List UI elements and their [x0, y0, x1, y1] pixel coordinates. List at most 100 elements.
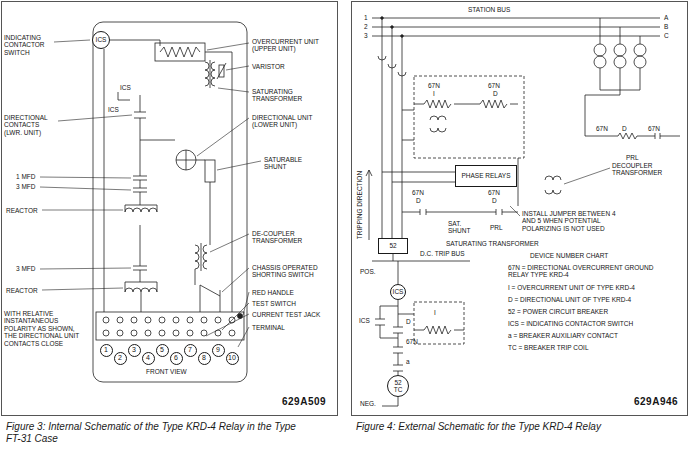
- dc-trip-circuit-part: [414, 302, 464, 344]
- dc-trip-circuit-part: [393, 347, 403, 353]
- callout-label: SATURABLE SHUNT: [264, 156, 314, 171]
- station-bus-part: [372, 18, 660, 36]
- dc-trip-circuit-part: [375, 319, 385, 325]
- callout-label: TERMINAL: [252, 324, 285, 331]
- callout-label: SAT. SHUNT: [448, 220, 476, 235]
- device-label: 67N: [648, 125, 660, 132]
- figure-caption: Figure 4: External Schematic for the Typ…: [356, 421, 676, 433]
- device-label: 67N: [428, 82, 440, 89]
- dc-trip-circuit-part: [394, 347, 402, 353]
- node-text: 6: [174, 354, 178, 362]
- ground-relay-wiring-part: [382, 172, 455, 182]
- node-text: PHASE RELAYS: [461, 172, 510, 179]
- potential-transformer: [585, 18, 680, 139]
- node-text: 8: [202, 354, 206, 362]
- internal-wiring-part: [205, 62, 209, 86]
- bus-label: D.C. TRIP BUS: [420, 250, 465, 257]
- node-text: 52: [389, 242, 396, 249]
- station-bus-part: [378, 56, 406, 76]
- leader-line-part: [40, 177, 131, 178]
- internal-wiring-part: [196, 160, 210, 230]
- chart-row: a = BREAKER AUXILIARY CONTACT: [508, 332, 618, 339]
- callout-label: CURRENT TEST JACK: [252, 311, 320, 318]
- station-bus-part: [382, 18, 402, 238]
- tripping-arrow: [366, 170, 372, 240]
- phase-letter: C: [664, 32, 669, 39]
- ground-relay-wiring-part: [402, 104, 424, 140]
- phase-number: 3: [364, 32, 368, 39]
- callout-label: CHASSIS OPERATED SHORTING SWITCH: [252, 264, 332, 279]
- potential-transformer-part: [634, 56, 646, 68]
- dc-trip-circuit-part: [424, 326, 451, 334]
- internal-wiring-part: [211, 62, 215, 86]
- dc-trip-circuit-part: [376, 319, 384, 325]
- terminal-number: 6: [170, 352, 183, 365]
- potential-transformer-part: [585, 68, 640, 136]
- figure-frame-part: [2, 2, 338, 416]
- potential-transformer-part: [594, 44, 606, 56]
- dc-trip-circuit-part: [393, 365, 403, 371]
- polarity-label: POS.: [360, 268, 376, 275]
- contactor-circle: ICS: [390, 284, 406, 300]
- terminal-number: 1: [100, 344, 113, 357]
- potential-transformer-part: [594, 56, 606, 68]
- ground-relay-wiring-part: [454, 104, 518, 105]
- callout-label: REACTOR: [6, 207, 38, 214]
- trip-coil-circle: 52 TC: [387, 375, 409, 397]
- internal-wiring-part: [200, 285, 220, 312]
- callout-label: OVERCURRENT UNIT (UPPER UNIT): [252, 38, 332, 53]
- internal-wiring-part: [125, 205, 157, 212]
- internal-wiring-part: [176, 150, 196, 170]
- terminal-number: 3: [128, 344, 141, 357]
- ground-relay-wiring-part: [424, 100, 451, 108]
- leader-line-part: [58, 115, 132, 121]
- chart-heading: DEVICE NUMBER CHART: [530, 252, 608, 259]
- terminal-screws-part: [103, 330, 109, 336]
- internal-wiring: [104, 40, 232, 312]
- chart-row: I = OVERCURRENT UNIT OF TYPE KRD-4: [508, 284, 635, 291]
- phase-letter: B: [664, 23, 668, 30]
- callout-label: RED HANDLE: [252, 289, 294, 296]
- leader-line-part: [218, 88, 249, 92]
- callout-label: DIRECTIONAL CONTACTS (LWR. UNIT): [4, 114, 58, 136]
- internal-wiring-part: [176, 150, 196, 170]
- internal-wiring-part: [133, 140, 147, 205]
- leader-line-part: [238, 327, 249, 347]
- internal-wiring-part: [110, 40, 160, 46]
- internal-wiring-part: [140, 140, 175, 141]
- terminal-number: 2: [114, 352, 127, 365]
- dc-trip-circuit: [372, 254, 470, 406]
- dc-trip-circuit-part: [394, 365, 402, 371]
- internal-wiring-part: [134, 95, 146, 140]
- terminal-screws: [103, 314, 243, 337]
- leader-line-part: [207, 43, 249, 50]
- station-bus-part: [401, 35, 404, 38]
- dc-trip-circuit-part: [372, 254, 470, 284]
- terminal-screws-part: [159, 330, 165, 336]
- device-label: D: [493, 90, 498, 97]
- terminal-screws-part: [117, 330, 123, 336]
- leader-line-part: [40, 187, 131, 190]
- callout-label: REACTOR: [6, 287, 38, 294]
- potential-transformer-part: [614, 56, 626, 68]
- direction-label: TRIPPING DIRECTION: [356, 171, 363, 239]
- callout-label: TEST SWITCH: [252, 300, 296, 307]
- node-text: 9: [216, 346, 220, 354]
- terminal-screws-part: [173, 317, 179, 323]
- terminal-number: 7: [184, 344, 197, 357]
- device-label: D: [492, 197, 497, 204]
- internal-wiring-part: [217, 63, 226, 79]
- callout-label: DECOUPLER TRANSFORMER: [612, 162, 684, 177]
- ground-relay-wiring-part: [518, 158, 519, 206]
- leader-line-part: [226, 66, 249, 70]
- leader-line-part: [40, 268, 131, 269]
- figure-caption: Figure 3: Internal Schematic of the Type…: [6, 421, 306, 445]
- chart-row: D = DIRECTIONAL UNIT OF TYPE KRD-4: [508, 296, 631, 303]
- callout-label: DIRECTIONAL UNIT (LOWER UNIT): [252, 114, 332, 129]
- device-label: I: [433, 90, 435, 97]
- chart-row: TC = BREAKER TRIP COIL: [508, 344, 589, 351]
- internal-wiring-part: [125, 208, 157, 212]
- phase-number: 1: [364, 14, 368, 21]
- device-label: a: [406, 358, 410, 365]
- internal-wiring-part: [203, 245, 207, 269]
